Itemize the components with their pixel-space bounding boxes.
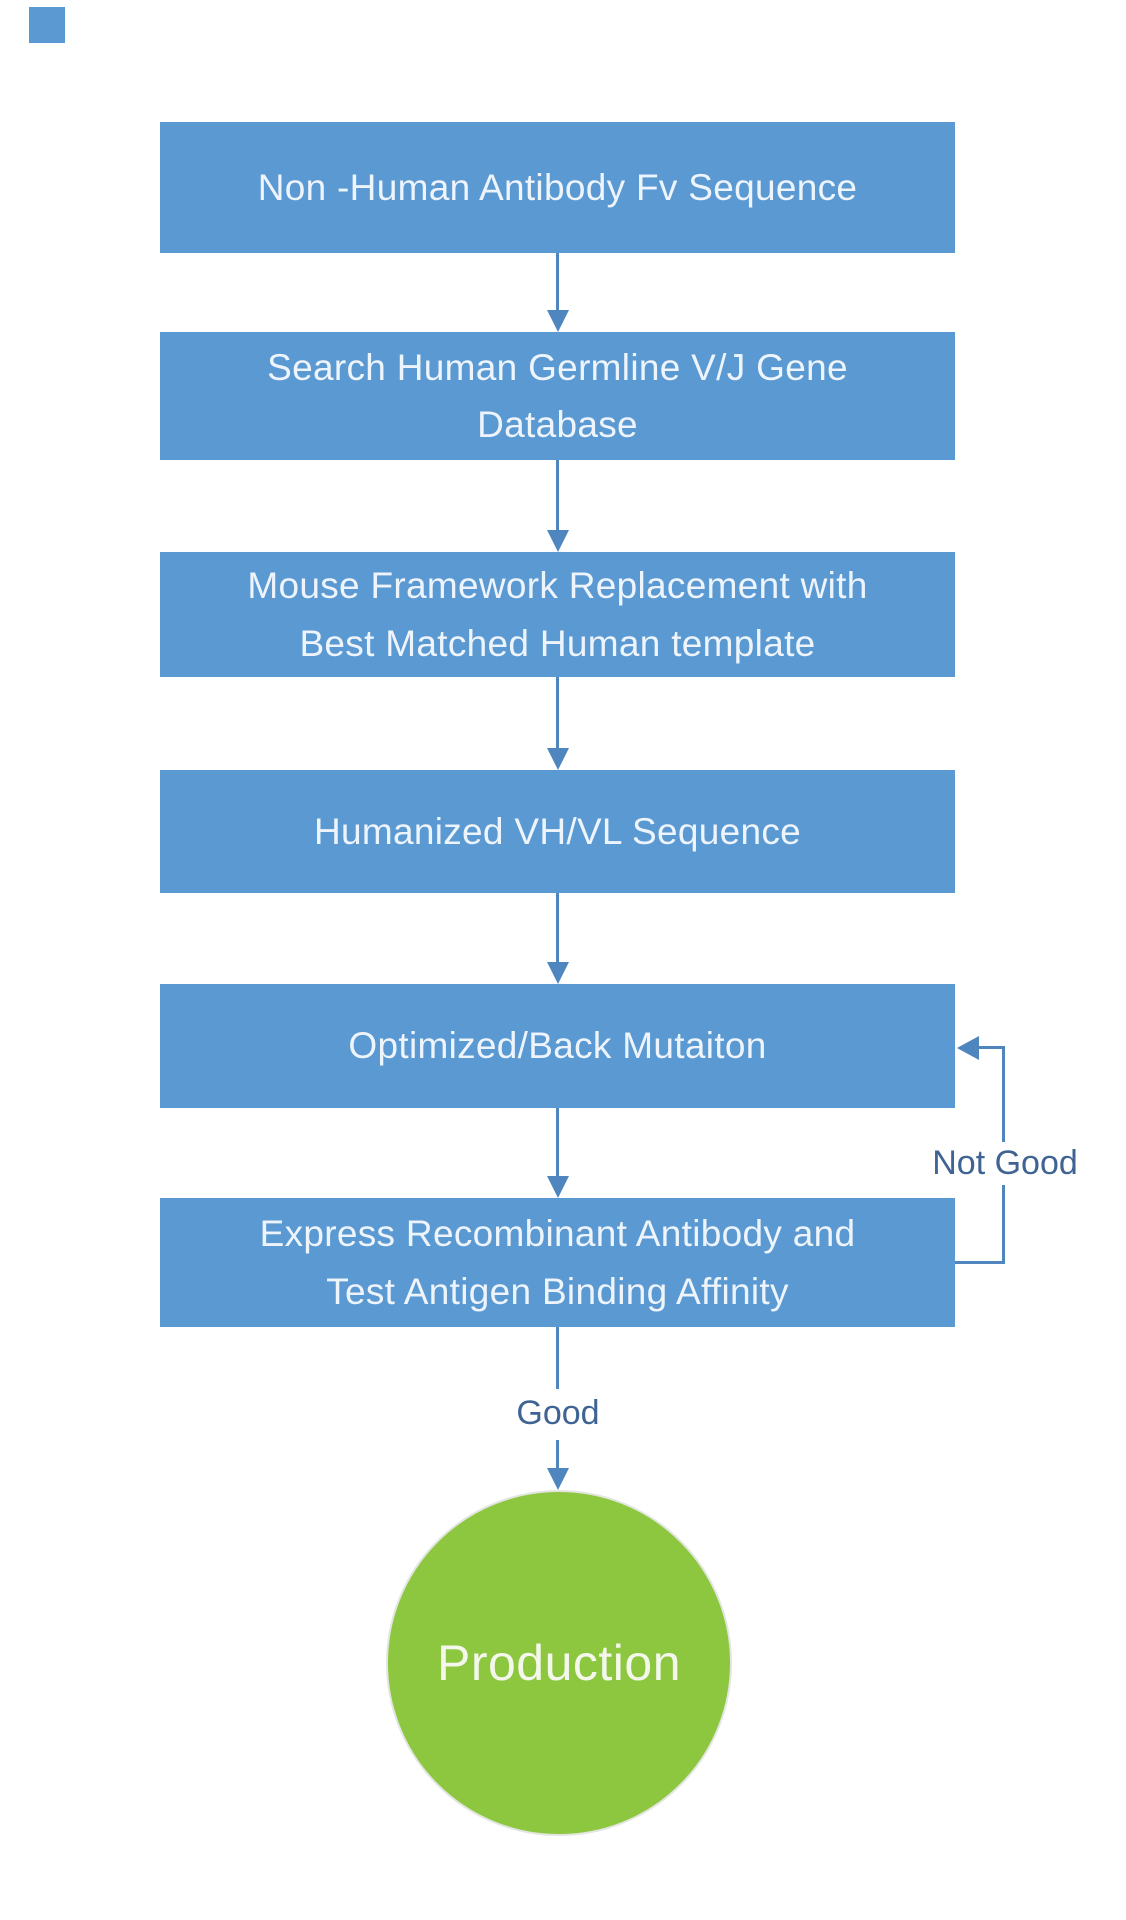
not-good-branch-label: Not Good (924, 1142, 1086, 1185)
feedback-line-out (955, 1261, 1005, 1264)
flow-arrow-down-icon (547, 748, 569, 770)
flow-arrow-down-icon (547, 962, 569, 984)
flow-step-label: Humanized VH/VL Sequence (313, 810, 802, 852)
flow-step-label-line: Search Human Germline V/J Gene (267, 346, 848, 388)
flow-arrow-line (556, 1440, 559, 1470)
flow-step-germline-database-search: Search Human Germline V/J Gene Database (160, 332, 955, 460)
flow-arrow-line (556, 253, 559, 312)
flow-step-label-line: Express Recombinant Antibody and (259, 1213, 856, 1255)
good-branch-label: Good (508, 1392, 608, 1435)
flow-arrow-line (556, 1108, 559, 1176)
corner-marker (29, 7, 65, 43)
flow-step-label: Optimized/Back Mutaiton (348, 1025, 767, 1067)
flow-step-back-mutation: Optimized/Back Mutaiton (160, 984, 955, 1108)
flow-step-label-line: Best Matched Human template (299, 622, 816, 664)
flow-arrow-line (556, 893, 559, 962)
production-terminal: Production (386, 1490, 732, 1836)
flow-step-label: Non -Human Antibody Fv Sequence (257, 166, 858, 208)
flow-arrow-down-icon (547, 310, 569, 332)
flow-step-express-and-test: Express Recombinant Antibody and Test An… (160, 1198, 955, 1327)
flow-arrow-line (556, 460, 559, 530)
flow-step-label-line: Database (477, 404, 638, 445)
feedback-line-in (979, 1046, 1005, 1049)
flow-step-humanized-sequence: Humanized VH/VL Sequence (160, 770, 955, 893)
flow-step-non-human-fv-sequence: Non -Human Antibody Fv Sequence (160, 122, 955, 253)
production-terminal-label: Production (436, 1635, 682, 1691)
flow-arrow-line (556, 677, 559, 748)
flow-step-label-line: Mouse Framework Replacement with (247, 565, 868, 607)
flow-step-framework-replacement: Mouse Framework Replacement with Best Ma… (160, 552, 955, 677)
flow-arrow-line (556, 1327, 559, 1389)
flow-step-label-line: Test Antigen Binding Affinity (326, 1270, 789, 1312)
flow-arrow-down-icon (547, 1176, 569, 1198)
flow-arrow-down-icon (547, 1468, 569, 1490)
flow-arrow-down-icon (547, 530, 569, 552)
flow-arrow-left-icon (957, 1036, 979, 1060)
